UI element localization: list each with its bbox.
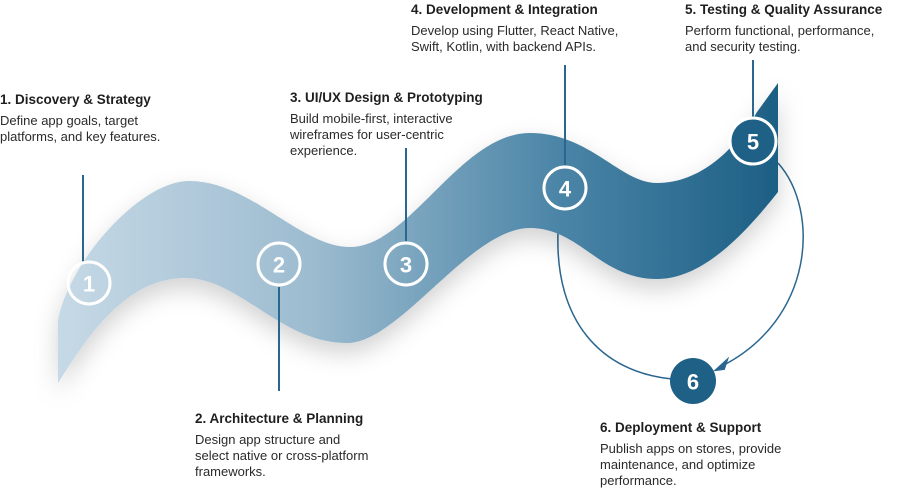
step-title: 6. Deployment & Support xyxy=(600,420,762,435)
step-marker-4: 4 xyxy=(542,165,588,211)
step-1-label: 1. Discovery & Strategy Define app goals… xyxy=(0,92,160,145)
step-title: 3. UI/UX Design & Prototyping xyxy=(290,90,483,105)
step-marker-6: 6 xyxy=(670,358,716,404)
step-description: Develop using Flutter, React Native, Swi… xyxy=(411,23,619,54)
step-2-label: 2. Architecture & Planning Design app st… xyxy=(195,411,368,480)
step-number-6: 6 xyxy=(687,370,699,395)
step-marker-1: 1 xyxy=(66,260,112,306)
step-4-label: 4. Development & Integration Develop usi… xyxy=(411,2,618,55)
step-number-3: 3 xyxy=(400,253,412,278)
step-6-label: 6. Deployment & Support Publish apps on … xyxy=(600,420,781,488)
step-description: Publish apps on stores, provide maintena… xyxy=(600,441,782,488)
step-marker-5: 5 xyxy=(728,116,778,166)
step-title: 5. Testing & Quality Assurance xyxy=(685,2,883,17)
step-marker-3: 3 xyxy=(383,241,429,287)
step-description: Perform functional, performance, and sec… xyxy=(685,23,875,54)
step-number-1: 1 xyxy=(83,272,95,297)
step-number-5: 5 xyxy=(747,130,759,155)
step-title: 4. Development & Integration xyxy=(411,2,598,17)
arrowhead-icon xyxy=(712,356,730,372)
step-description: Design app structure and select native o… xyxy=(195,432,369,479)
step-description: Build mobile-first, interactive wirefram… xyxy=(290,111,453,158)
step-number-4: 4 xyxy=(559,177,572,202)
step-title: 1. Discovery & Strategy xyxy=(0,92,151,107)
loop-path-5-to-6 xyxy=(719,162,804,368)
step-5-label: 5. Testing & Quality Assurance Perform f… xyxy=(685,2,882,55)
loop-path-4-to-6 xyxy=(557,232,673,380)
process-ribbon xyxy=(58,83,778,383)
step-title: 2. Architecture & Planning xyxy=(195,411,364,426)
step-3-label: 3. UI/UX Design & Prototyping Build mobi… xyxy=(290,90,483,159)
step-marker-2: 2 xyxy=(256,241,302,287)
step-number-2: 2 xyxy=(273,253,285,278)
step-description: Define app goals, target platforms, and … xyxy=(0,113,161,144)
